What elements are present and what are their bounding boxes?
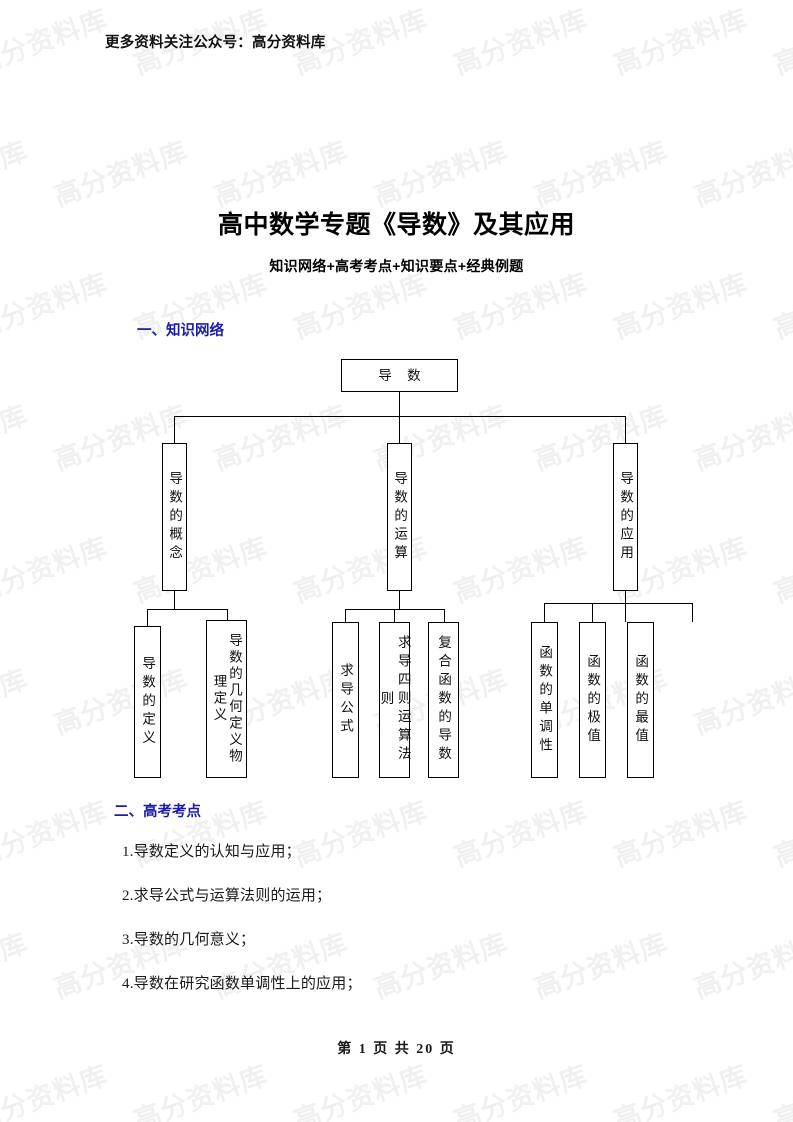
section-heading-exam-points: 二、高考考点 [114,804,201,820]
page-subtitle: 知识网络+高考考点+知识要点+经典例题 [269,258,524,274]
diagram-node-root: 导 数 [341,359,458,392]
exam-point-item-2: 2.求导公式与运算法则的运用； [122,888,332,904]
connector-branch0-drop-1 [227,609,228,626]
diagram-leaf-2-2: 函数的最值 [627,622,654,778]
diagram-leaf-0-0: 导数的定义 [134,626,161,778]
exam-point-item-4: 4.导数在研究函数单调性上的应用； [122,976,362,992]
connector-branch1-drop-0 [345,609,346,622]
diagram-leaf-1-0: 求导公式 [332,622,359,778]
connector-branch2-drop-0 [544,603,545,622]
section-heading-knowledge-network: 一、知识网络 [137,323,224,339]
connector-branch2-drop-2 [692,603,693,622]
exam-point-item-3: 3.导数的几何意义； [122,932,256,948]
page-title: 高中数学专题《导数》及其应用 [217,211,575,239]
diagram-leaf-2-1: 函数的极值 [579,622,606,778]
exam-point-item-1: 1.导数定义的认知与应用； [122,844,301,860]
connector-level1-drop-right [625,416,626,443]
connector-branch2-drop-1 [592,603,593,622]
diagram-node-branch-0: 导数的概念 [162,443,187,591]
diagram-leaf-0-1: 导数的几何定义物理定义 [206,620,247,778]
connector-branch0-bus [147,609,227,610]
connector-branch1-drop-1 [394,609,395,622]
diagram-leaf-1-1: 求导四则运算法则 [379,622,411,778]
connector-branch0-stem [174,591,175,609]
connector-level1-drop-left [174,416,175,443]
connector-branch1-stem [399,591,400,609]
connector-root-stem [399,392,400,416]
diagram-leaf-1-2: 复合函数的导数 [428,622,459,778]
document-header-note: 更多资料关注公众号：高分资料库 [105,35,326,51]
page-footer: 第 1 页 共 20 页 [337,1042,456,1057]
diagram-node-branch-1: 导数的运算 [387,443,412,591]
connector-branch2-center-drop [625,603,626,622]
connector-branch2-bus [544,603,692,604]
connector-branch2-stem [625,591,626,603]
diagram-node-branch-2: 导数的应用 [613,443,638,591]
connector-level1-drop-middle [399,416,400,443]
diagram-leaf-2-0: 函数的单调性 [531,622,558,778]
connector-branch1-drop-2 [444,609,445,622]
connector-branch0-drop-0 [147,609,148,626]
